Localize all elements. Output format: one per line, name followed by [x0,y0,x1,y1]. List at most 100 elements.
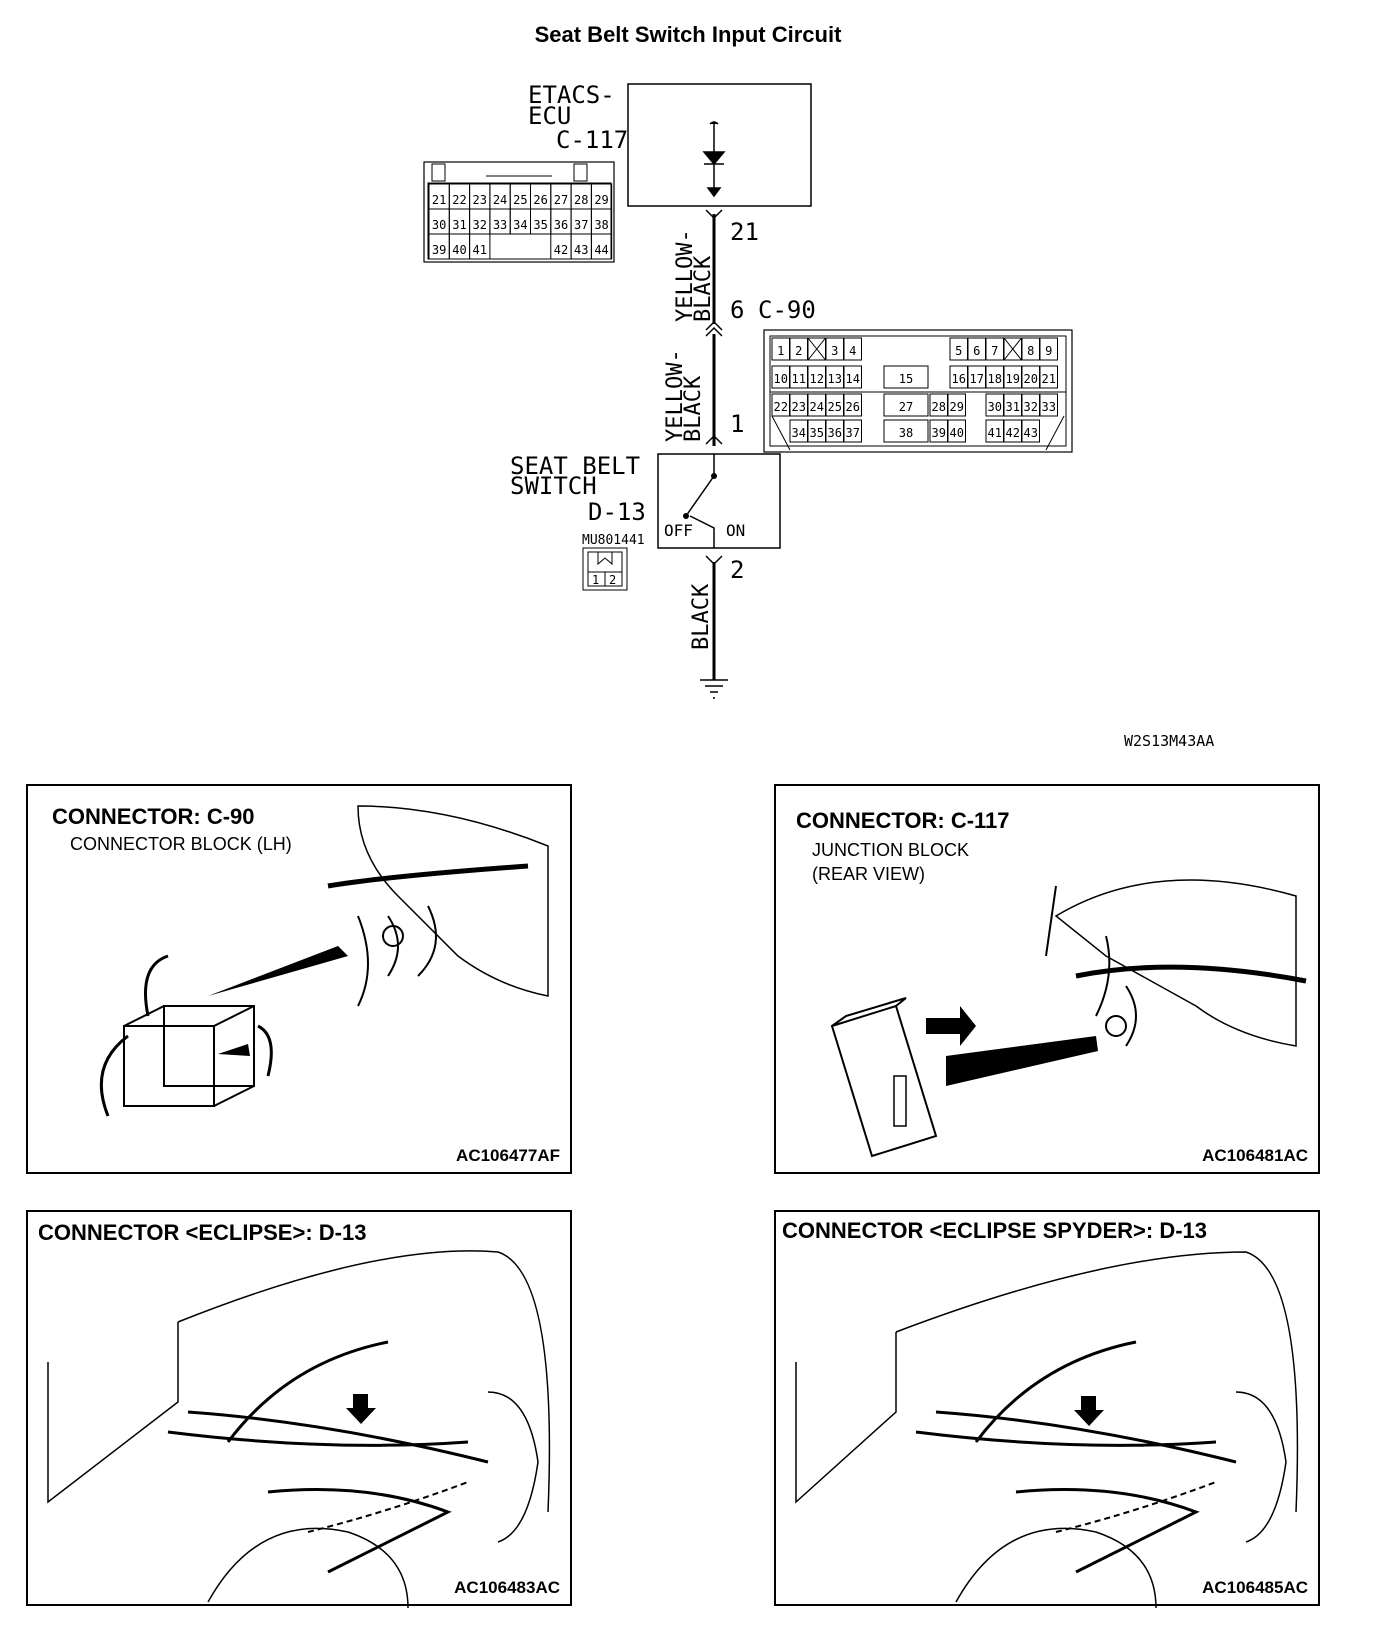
c117-pin-37: 37 [574,218,588,232]
ground-symbol [700,679,728,699]
switch-pin-1: 1 [592,573,599,587]
c117-pin-30: 30 [432,218,446,232]
c117-pin-24: 24 [493,193,507,207]
c90-pin-6: 6 [973,344,980,358]
c117-pin-21: 21 [432,193,446,207]
c90-pin-19: 19 [1006,372,1020,386]
c90-pin-9: 9 [1045,344,1052,358]
wire-lower-label: BLACK [689,583,714,650]
c90-pin-3: 3 [831,344,838,358]
wire-mid-label-line2: BLACK [681,375,706,442]
pin-label-6: 6 [730,296,744,324]
panel-c117-subtitle-line1: JUNCTION BLOCK [812,840,970,860]
c90-pin-1: 1 [777,344,784,358]
c90-pin-28: 28 [932,400,946,414]
switch-part-number: MU801441 [582,533,645,548]
c117-pin-32: 32 [473,218,487,232]
c90-pin-5: 5 [955,344,962,358]
wire-mid-label-line1: YELLOW- [663,349,688,442]
c90-pin-32: 32 [1024,400,1038,414]
ecu-box [627,83,812,207]
c90-pin-8: 8 [1027,344,1034,358]
c117-pin-40: 40 [452,243,466,257]
panel-c90: CONNECTOR: C-90 CONNECTOR BLOCK (LH) AC1… [26,784,572,1174]
panel-c117-code: AC106481AC [1202,1146,1308,1165]
illustration-c90 [99,805,549,1117]
c117-pin-33: 33 [493,218,507,232]
c90-pin-10: 10 [774,372,788,386]
c90-pin-16: 16 [952,372,966,386]
illustration-c117 [830,879,1307,1158]
c117-pin-42: 42 [554,243,568,257]
c90-pin-41: 41 [988,426,1002,440]
pin-label-1: 1 [730,410,744,438]
c117-pin-41: 41 [473,243,487,257]
c117-pin-36: 36 [554,218,568,232]
pin-label-21: 21 [730,218,759,246]
c117-pin-35: 35 [533,218,547,232]
c90-pin-40: 40 [950,426,964,440]
c117-pin-25: 25 [513,193,527,207]
c90-pin-39: 39 [932,426,946,440]
c90-blank-cell [1003,337,1022,361]
c90-pin-33: 33 [1042,400,1056,414]
c117-pin-27: 27 [554,193,568,207]
wire-upper-label-line2: BLACK [691,255,716,322]
panel-d13-spyder: CONNECTOR <ECLIPSE SPYDER>: D-13 AC10648… [774,1210,1320,1609]
ecu-internal-symbol [702,121,726,198]
connector-mark-2 [705,555,723,566]
c90-pin-11: 11 [792,372,806,386]
panel-d13-spyder-title: CONNECTOR <ECLIPSE SPYDER>: D-13 [782,1218,1208,1243]
switch-name-line2: SWITCH [510,472,597,500]
pin-label-2: 2 [730,556,744,584]
switch-connector-face: 1 2 [582,547,628,591]
switch-contact [685,454,715,548]
panel-d13-eclipse: CONNECTOR <ECLIPSE>: D-13 AC106483AC [26,1210,572,1609]
c90-pin-18: 18 [988,372,1002,386]
c90-pin-15: 15 [899,372,913,386]
c117-pin-29: 29 [594,193,608,207]
ecu-name-line2: ECU [528,102,571,130]
c90-connector-label: C-90 [758,296,816,324]
ecu-name-line1: ETACS- [528,81,615,109]
c90-pin-35: 35 [810,426,824,440]
c90-pin-25: 25 [828,400,842,414]
ecu-connector-label: C-117 [556,126,628,154]
c90-pin-21: 21 [1042,372,1056,386]
panel-d13-spyder-code: AC106485AC [1202,1578,1308,1597]
c90-pin-7: 7 [991,344,998,358]
switch-connector-label: D-13 [588,498,646,526]
switch-box [657,453,781,549]
panel-d13-eclipse-code: AC106483AC [454,1578,560,1597]
c90-pin-20: 20 [1024,372,1038,386]
c90-pin-34: 34 [792,426,806,440]
c90-pin-29: 29 [950,400,964,414]
c117-pin-26: 26 [533,193,547,207]
switch-off-label: OFF [664,521,693,540]
c90-pin-31: 31 [1006,400,1020,414]
c117-pin-43: 43 [574,243,588,257]
c117-pin-22: 22 [452,193,466,207]
illustration-d13-spyder [795,1251,1299,1609]
c90-pin-26: 26 [846,400,860,414]
c90-pin-22: 22 [774,400,788,414]
panel-c117-title: CONNECTOR: C-117 [796,808,1010,833]
c90-pin-38: 38 [899,426,913,440]
connector-mark-21 [705,209,723,220]
c90-pin-37: 37 [846,426,860,440]
connector-mark-6 [705,320,723,337]
switch-on-label: ON [726,521,745,540]
switch-pin-2: 2 [609,573,616,587]
c90-pin-17: 17 [970,372,984,386]
panel-c90-subtitle: CONNECTOR BLOCK (LH) [70,834,292,854]
panel-c117-subtitle-line2: (REAR VIEW) [812,864,926,884]
c90-pin-27: 27 [899,400,913,414]
switch-name-line1: SEAT BELT [510,452,640,480]
figure-code: W2S13M43AA [1124,732,1214,750]
c90-pin-30: 30 [988,400,1002,414]
c90-blank-cell [807,337,826,361]
c90-pin-43: 43 [1024,426,1038,440]
